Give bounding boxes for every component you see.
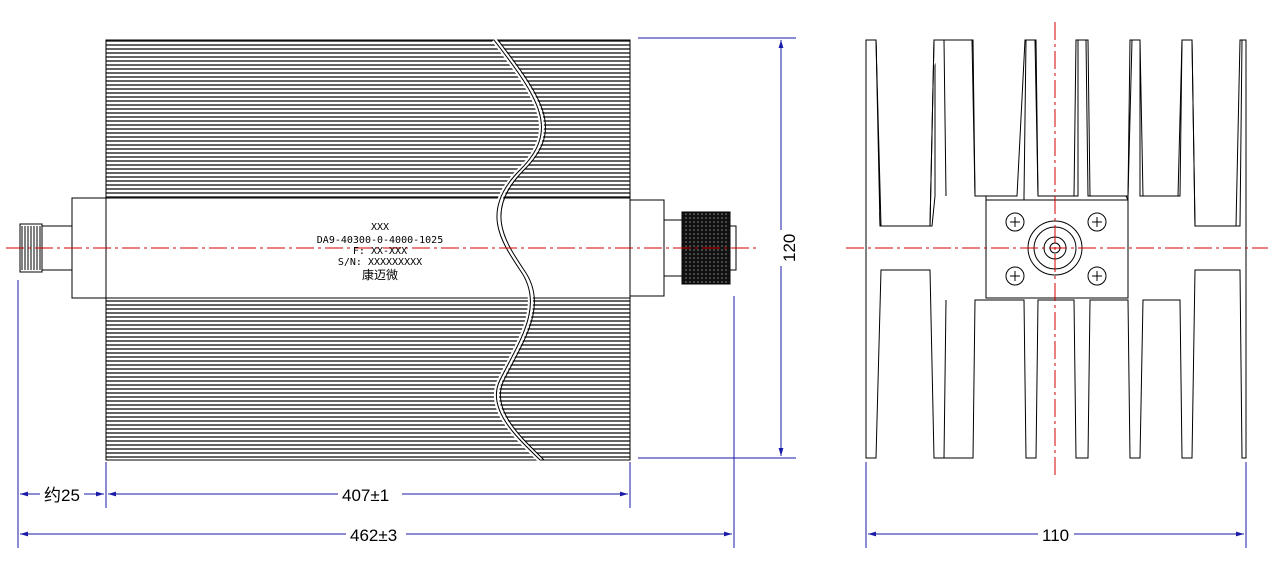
dim-total-length-label: 462±3 (350, 526, 397, 545)
label-line-4: S/N: XXXXXXXXX (338, 257, 422, 268)
screw-icon (1087, 212, 1107, 232)
label-line-3: F: XX-XXX (353, 246, 407, 257)
dim-connector-length-label: 约25 (44, 486, 80, 505)
screw-icon (1005, 266, 1025, 286)
dim-width-label: 110 (1042, 526, 1069, 545)
end-view-fin-outline (865, 39, 1247, 459)
label-line-2: DA9-40300-0-4000-1025 (317, 235, 443, 246)
dim-height-label: 120 (780, 234, 799, 262)
label-line-1: XXX (371, 222, 389, 233)
screws (1005, 212, 1107, 286)
screw-icon (1005, 212, 1025, 232)
dim-body-length-label: 407±1 (342, 486, 389, 505)
heatsink-body-bottom (105, 297, 631, 461)
side-view: XXX DA9-40300-0-4000-1025 F: XX-XXX S/N:… (6, 38, 758, 462)
screw-icon (1087, 266, 1107, 286)
end-view-fins (865, 39, 944, 248)
heatsink-body-top (105, 39, 631, 199)
label-plate: XXX DA9-40300-0-4000-1025 F: XX-XXX S/N:… (317, 222, 443, 282)
label-line-5: 康迈微 (362, 267, 398, 282)
